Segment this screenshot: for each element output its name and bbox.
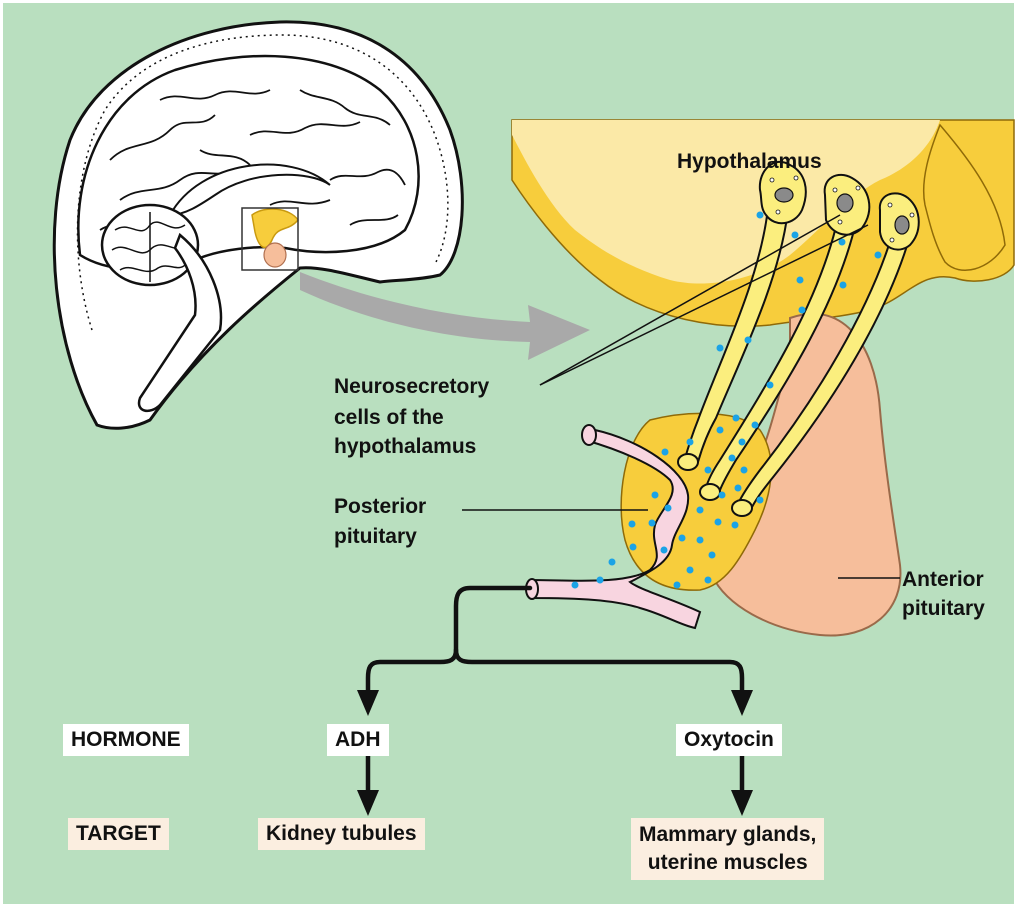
hypothalamus-label: Hypothalamus [677,149,822,175]
target-kidney-tubules: Kidney tubules [258,818,425,850]
anterior-pituitary-label-line-2: pituitary [902,596,985,622]
target-row-label: TARGET [68,818,169,850]
neurosecretory-label-line-3: hypothalamus [334,434,476,460]
target-mammary-line-2: uterine muscles [639,849,816,877]
hormone-oxytocin: Oxytocin [676,724,782,756]
anterior-pituitary-label-line-1: Anterior [902,567,984,593]
target-mammary-uterine: Mammary glands, uterine muscles [631,818,824,880]
hormone-adh: ADH [327,724,389,756]
posterior-pituitary-label-line-1: Posterior [334,494,426,520]
zoom-arrow [300,272,590,360]
brain-sagittal-section [54,22,462,428]
brain-pituitary-highlight [264,243,286,267]
target-mammary-line-1: Mammary glands, [639,821,816,849]
neurosecretory-label-line-1: Neurosecretory [334,374,489,400]
posterior-pituitary-label-line-2: pituitary [334,524,417,550]
hormone-row-label: HORMONE [63,724,189,756]
neurosecretory-label-line-2: cells of the [334,405,444,431]
